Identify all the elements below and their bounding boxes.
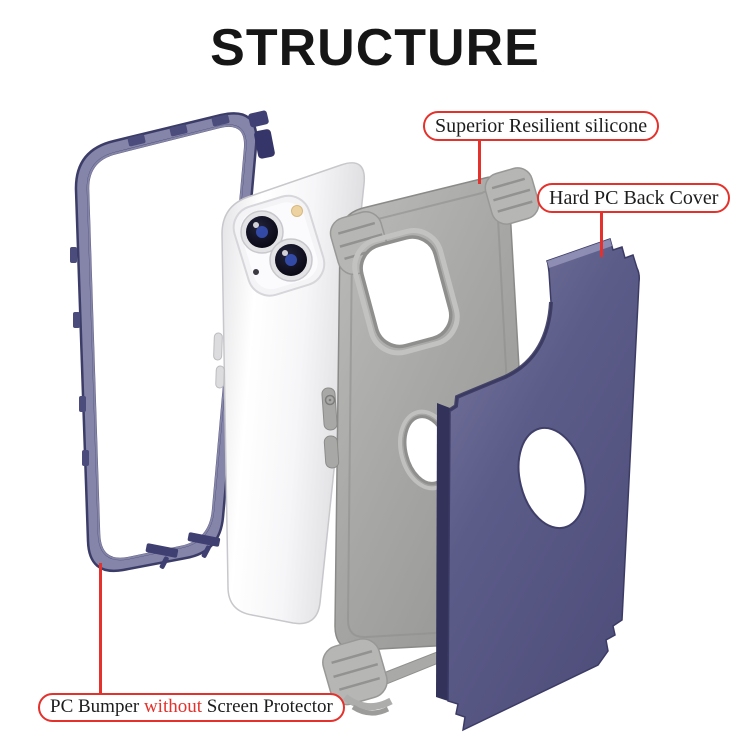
page-title: STRUCTURE bbox=[210, 19, 540, 77]
camera-module bbox=[232, 194, 326, 297]
camera-lens bbox=[269, 238, 313, 282]
camera-lens bbox=[240, 210, 284, 254]
callout-back-cover: Hard PC Back Cover bbox=[537, 183, 731, 213]
callout-bumper-highlight: without bbox=[143, 696, 203, 717]
bumper-bottom-feet bbox=[145, 532, 221, 569]
callout-silicone-text: Superior Resilient silicone bbox=[435, 115, 648, 137]
camera-cutout bbox=[352, 228, 460, 356]
callout-bumper-prefix: PC Bumper bbox=[50, 696, 144, 717]
phone bbox=[213, 162, 366, 625]
case-corner-bumper bbox=[322, 167, 540, 706]
case-corner-scallop bbox=[351, 704, 390, 716]
callout-bumper-suffix: Screen Protector bbox=[202, 696, 333, 717]
cover-top-bevel bbox=[547, 239, 612, 268]
logo-hole bbox=[517, 426, 587, 530]
connector-line-bumper bbox=[99, 563, 102, 695]
connector-line-back-cover bbox=[600, 209, 603, 257]
flash-light bbox=[291, 205, 303, 217]
connector-line-silicone bbox=[478, 140, 481, 184]
case-corner-scallop bbox=[342, 694, 393, 711]
callout-silicone: Superior Resilient silicone bbox=[423, 111, 660, 141]
case-side-buttons bbox=[321, 387, 340, 469]
bumper-corner-clip bbox=[248, 110, 275, 159]
volume-button bbox=[213, 332, 223, 361]
hard-pc-back-cover bbox=[436, 238, 640, 732]
volume-button bbox=[215, 365, 225, 389]
mic-hole bbox=[253, 269, 259, 275]
cover-side-face bbox=[436, 403, 450, 701]
callout-back-cover-text: Hard PC Back Cover bbox=[549, 187, 719, 209]
cover-notch-edge bbox=[448, 301, 553, 412]
callout-bumper: PC Bumper without Screen Protector bbox=[38, 693, 345, 722]
